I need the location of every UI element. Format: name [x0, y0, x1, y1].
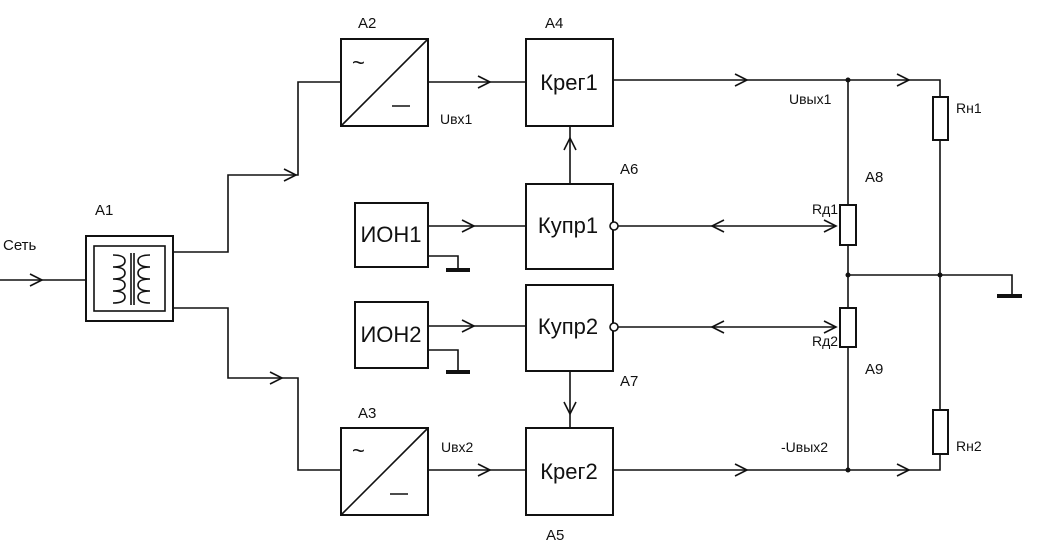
arrow-feedback-2 [710, 320, 725, 334]
block-a2-rectifier: ~ [340, 38, 429, 127]
a1-label: A1 [95, 202, 113, 219]
transformer-primary-coil-icon [112, 254, 126, 304]
arrow-a5-out [734, 463, 749, 477]
arrow-a4-out-2 [896, 73, 911, 87]
arrow-rd2-tap [823, 320, 838, 334]
rectifier-diagonal [340, 427, 429, 516]
arrow-ion1-a6 [461, 219, 476, 233]
kreg2-label: Крег2 [540, 459, 598, 484]
block-ion2: ИОН2 [354, 301, 429, 369]
ion2-box [354, 301, 429, 369]
junction-dot [845, 272, 851, 278]
resistor-rn1 [932, 96, 949, 141]
resistor-rd2 [839, 307, 857, 348]
arrow-feedback-1 [710, 219, 725, 233]
ion1-box [354, 202, 429, 268]
block-ion1: ИОН1 [354, 202, 429, 268]
resistor-rd1 [839, 204, 857, 246]
junctions [845, 77, 943, 473]
wire-ion1-ground [428, 255, 459, 268]
arrows [29, 73, 911, 477]
ion1-label: ИОН1 [360, 222, 421, 247]
a3-label: A3 [358, 405, 376, 422]
ac-symbol-icon: ~ [352, 50, 365, 75]
wire-a5-output [613, 454, 941, 471]
a7-label: A7 [620, 373, 638, 390]
block-a1-transformer [85, 235, 174, 322]
kupr2-box [525, 284, 614, 372]
transformer-box [85, 235, 174, 322]
a4-label: A4 [545, 15, 563, 32]
kupr2-label: Купр2 [538, 314, 598, 339]
junction-dot [845, 467, 851, 473]
arrow-a2-a4 [477, 75, 492, 89]
a5-label: A5 [546, 527, 564, 544]
kupr1-label: Купр1 [538, 213, 598, 238]
arrow-a6-a4 [563, 136, 577, 151]
inverting-output-icon [609, 322, 619, 332]
arrow-a3-a5 [477, 463, 492, 477]
block-a3-rectifier: ~ [340, 427, 429, 516]
kreg2-box [525, 427, 614, 516]
uout2-label: -Uвых2 [781, 439, 828, 455]
uout1-label: Uвых1 [789, 91, 832, 107]
a9-label: A9 [865, 361, 883, 378]
block-a7-kupr2: Купр2 [525, 284, 619, 372]
wire-common-bus [848, 274, 1013, 294]
rn2-label: Rн2 [956, 438, 982, 454]
arrow-lower-branch [269, 371, 284, 385]
inverting-output-icon [609, 221, 619, 231]
arrow-a5-out-2 [896, 463, 911, 477]
arrow-rd1-tap [823, 219, 838, 233]
resistor-rn2 [932, 409, 949, 455]
transformer-inner-frame [93, 245, 166, 312]
wire-a1-to-a3 [173, 307, 341, 471]
transformer-secondary-coil-icon [137, 254, 151, 304]
kreg1-label: Крег1 [540, 70, 598, 95]
block-a5-kreg2: Крег2 [525, 427, 614, 516]
rectifier-diagonal [340, 38, 429, 127]
rd2-label: Rд2 [812, 333, 838, 349]
uin2-label: Uвх2 [441, 439, 474, 455]
wires [0, 79, 1013, 471]
block-a4-kreg1: Крег1 [525, 38, 614, 127]
wire-a1-to-a2 [173, 81, 341, 253]
junction-dot [845, 77, 851, 83]
wire-ion2-ground [428, 349, 459, 370]
ac-symbol-icon: ~ [352, 438, 365, 463]
a2-label: A2 [358, 15, 376, 32]
grounds [446, 268, 1022, 374]
ion2-label: ИОН2 [360, 322, 421, 347]
arrow-mains [29, 273, 44, 287]
wire-a4-output [613, 79, 941, 97]
arrow-upper-branch [283, 168, 298, 182]
a8-label: A8 [865, 169, 883, 186]
kreg1-box [525, 38, 614, 127]
rn1-label: Rн1 [956, 100, 982, 116]
arrow-ion2-a7 [461, 319, 476, 333]
junction-dot [937, 272, 943, 278]
arrow-a4-out [734, 73, 749, 87]
block-a6-kupr1: Купр1 [525, 183, 619, 270]
a6-label: A6 [620, 161, 638, 178]
arrow-a7-a5 [563, 401, 577, 416]
uin1-label: Uвх1 [440, 111, 473, 127]
rd1-label: Rд1 [812, 201, 838, 217]
mains-input-label: Сеть [3, 237, 37, 254]
